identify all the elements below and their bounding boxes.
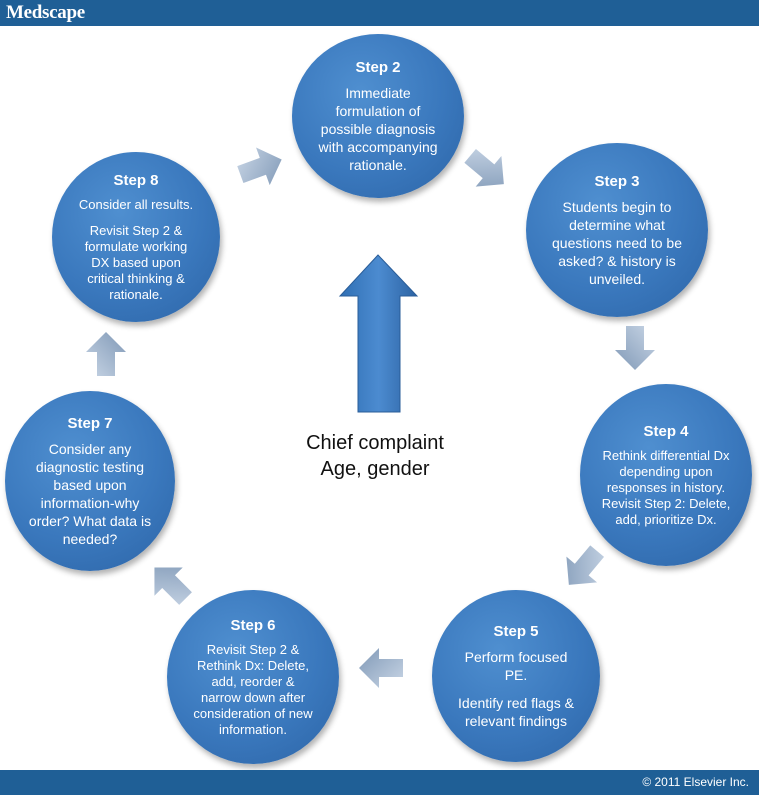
- age-gender-text: Age, gender: [320, 458, 430, 480]
- step-8-text-2: Revisit Step 2 & formulate working DX ba…: [84, 222, 188, 302]
- copyright-text: © 2011 Elsevier Inc.: [642, 775, 749, 789]
- step-5-text-2: Identify red flags & relevant findings: [458, 694, 574, 729]
- step-8-circle: Step 8 Consider all results. Revisit Ste…: [52, 152, 220, 322]
- medscape-logo: Medscape: [6, 2, 85, 23]
- header-bar: Medscape: [0, 0, 759, 26]
- arrow-step3-to-step4: [615, 326, 655, 370]
- center-label: Chief complaint Age, gender: [260, 430, 490, 482]
- step-2-text: Immediate formulation of possible diagno…: [318, 84, 438, 173]
- arrow-step7-to-step8: [86, 332, 126, 376]
- step-4-circle: Step 4 Rethink differential Dx depending…: [580, 384, 752, 566]
- step-7-circle: Step 7 Consider any diagnostic testing b…: [5, 391, 175, 571]
- step-7-title: Step 7: [67, 414, 113, 432]
- step-5-circle: Step 5 Perform focused PE. Identify red …: [432, 590, 600, 762]
- central-up-arrow: [338, 254, 419, 413]
- step-7-text: Consider any diagnostic testing based up…: [28, 440, 152, 547]
- step-6-title: Step 6: [230, 616, 276, 634]
- step-5-text-1: Perform focused PE.: [464, 648, 568, 683]
- step-3-title: Step 3: [594, 172, 640, 190]
- arrow-step6-to-step7: [154, 567, 192, 605]
- step-4-text: Rethink differential Dx depending upon r…: [601, 447, 731, 527]
- step-2-title: Step 2: [355, 58, 401, 76]
- step-8-text-1: Consider all results.: [78, 196, 194, 212]
- step-3-circle: Step 3 Students begin to determine what …: [526, 143, 708, 317]
- arrow-step4-to-step5: [566, 545, 605, 585]
- step-4-title: Step 4: [643, 422, 689, 440]
- step-6-text: Revisit Step 2 & Rethink Dx: Delete, add…: [193, 641, 313, 737]
- step-8-title: Step 8: [113, 171, 159, 189]
- chief-complaint-text: Chief complaint: [306, 432, 444, 454]
- arrow-step5-to-step6: [359, 648, 403, 688]
- arrow-step2-to-step3: [464, 148, 504, 187]
- arrow-step8-to-step2: [237, 147, 282, 186]
- step-2-circle: Step 2 Immediate formulation of possible…: [292, 34, 464, 198]
- step-5-title: Step 5: [493, 622, 539, 640]
- step-3-text: Students begin to determine what questio…: [552, 198, 682, 287]
- step-6-circle: Step 6 Revisit Step 2 & Rethink Dx: Dele…: [167, 590, 339, 764]
- footer-bar: © 2011 Elsevier Inc.: [0, 770, 759, 795]
